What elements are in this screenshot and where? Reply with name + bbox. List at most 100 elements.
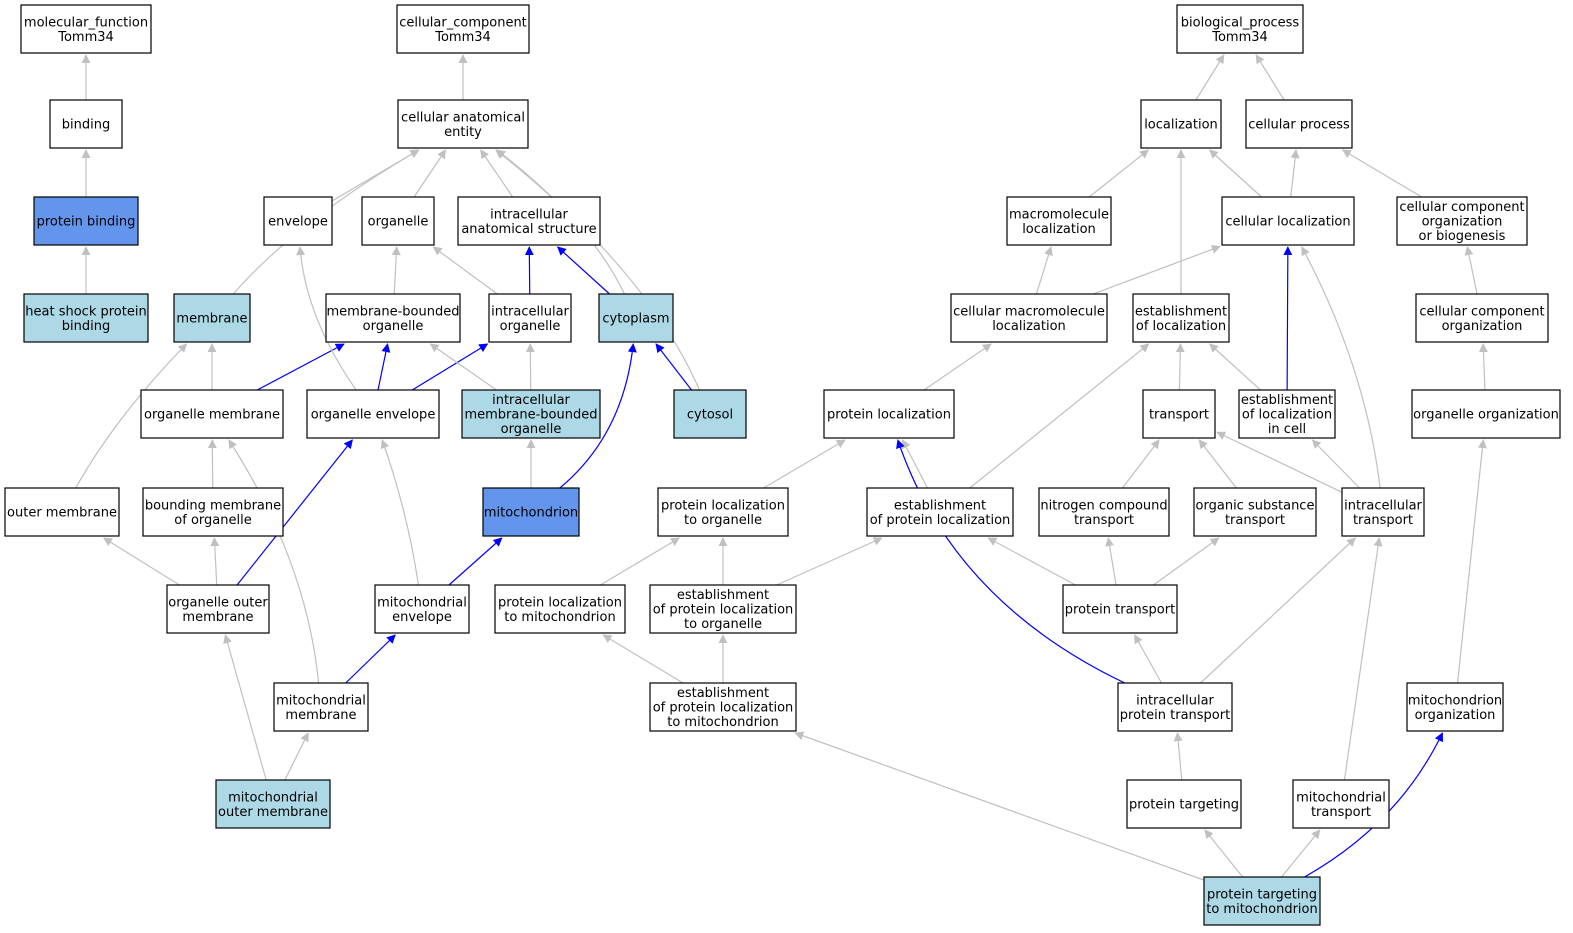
node-binding[interactable]: binding [49, 99, 123, 149]
node-box [1406, 682, 1504, 732]
edge-transport-to-est-loc [1175, 343, 1185, 391]
edge-line [448, 537, 503, 586]
node-outer-membrane[interactable]: outer membrane [4, 487, 120, 537]
edge-line [210, 537, 220, 586]
edge-line [1035, 246, 1053, 295]
edge-line [1173, 732, 1183, 781]
edge-cytosol-to-cytoplasm [655, 343, 692, 391]
node-box [140, 389, 284, 439]
node-box [173, 293, 251, 343]
node-box [950, 293, 1108, 343]
node-cytosol[interactable]: cytosol [673, 389, 747, 439]
node-label-line: organization [1422, 215, 1503, 230]
node-mitochondrion[interactable]: mitochondrion [482, 487, 580, 537]
node-label-line: organelle [500, 319, 561, 334]
node-label-line: protein targeting [1129, 798, 1239, 813]
edge-line [1456, 439, 1487, 684]
node-box [494, 584, 626, 634]
node-label-line: Tomm34 [434, 30, 491, 45]
edge-line [1301, 246, 1381, 489]
node-box [215, 779, 331, 829]
node-box [1132, 293, 1230, 343]
node-protein-transport[interactable]: protein transport [1062, 584, 1178, 634]
node-envelope[interactable]: envelope [263, 196, 333, 246]
node-label-line: cellular component [1399, 200, 1524, 215]
node-organelle-membrane[interactable]: organelle membrane [140, 389, 284, 439]
node-organelle-envelope[interactable]: organelle envelope [306, 389, 440, 439]
node-label-line: organelle organization [1413, 408, 1559, 423]
edge-ic-trans-to-cell-loc [1301, 246, 1381, 489]
edge-cml-to-macro-loc [1035, 246, 1053, 295]
node-cellular-process[interactable]: cellular process [1245, 99, 1353, 149]
edge-prot-trans-to-epl [987, 537, 1076, 586]
node-label-line: mitochondrial [1296, 790, 1386, 805]
node-label-line: membrane-bounded [464, 408, 597, 423]
node-label-line: protein transport [1120, 708, 1230, 723]
node-protein-binding[interactable]: protein binding [33, 196, 139, 246]
node-label-line: mitochondrion [1408, 693, 1502, 708]
node-organelle-organization[interactable]: organelle organization [1411, 389, 1561, 439]
node-membrane[interactable]: membrane [173, 293, 251, 343]
edge-line [223, 634, 267, 781]
node-cytoplasm[interactable]: cytoplasm [598, 293, 674, 343]
node-label-line: mitochondrial [228, 790, 318, 805]
node-box [1117, 682, 1233, 732]
node-box [1062, 584, 1178, 634]
node-label-line: transport [1074, 513, 1134, 528]
edge-elic-to-est-loc [1209, 343, 1261, 391]
edge-line [413, 149, 447, 198]
node-label-line: cytoplasm [602, 312, 669, 327]
edge-cytoplasm-to-ias [557, 246, 610, 295]
node-transport[interactable]: transport [1142, 389, 1216, 439]
edge-prot-trans-to-nct [1105, 537, 1117, 586]
edge-line [380, 439, 420, 586]
edge-prot-trans-to-ost [1153, 537, 1220, 586]
node-protein-localization[interactable]: protein localization [823, 389, 955, 439]
edge-epl-to-est-loc [969, 343, 1150, 489]
node-box [1341, 487, 1425, 537]
node-organelle[interactable]: organelle [361, 196, 435, 246]
node-label-line: molecular_function [24, 15, 148, 30]
edge-line [103, 537, 180, 586]
node-label-line: protein transport [1065, 603, 1175, 618]
node-box [1142, 389, 1216, 439]
node-protein-targeting[interactable]: protein targeting [1126, 779, 1242, 829]
node-box [23, 293, 149, 343]
node-box [1238, 389, 1336, 439]
edge-line [1175, 343, 1185, 391]
node-cellular-localization[interactable]: cellular localization [1221, 196, 1355, 246]
node-localization[interactable]: localization [1140, 99, 1222, 149]
